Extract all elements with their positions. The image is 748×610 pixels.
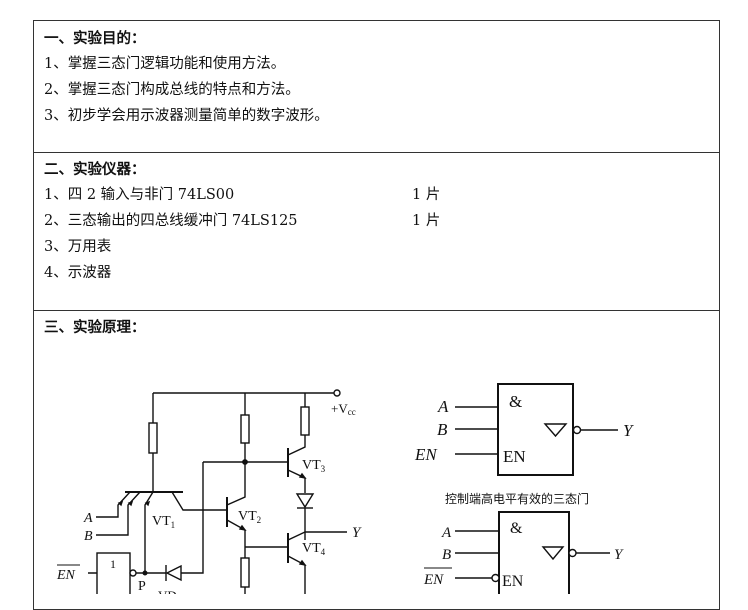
vcc-terminal-icon [333, 389, 341, 397]
en-pin-label: EN [502, 573, 524, 590]
resistor-icon [300, 406, 310, 436]
gate-input-b: B [442, 547, 451, 563]
gate-input-a: A [437, 397, 449, 416]
instrument-qty: 1 片 [412, 187, 441, 203]
gate-output-y: Y [623, 421, 634, 440]
vt1-label: VT1 [152, 514, 175, 530]
instrument-qty: 1 片 [412, 213, 441, 229]
section-heading: 一、实验目的： [44, 30, 146, 47]
instrument-item: 3、万用表 [44, 239, 112, 255]
vd-label: VD [158, 588, 177, 594]
vt3-label: VT3 [302, 458, 326, 474]
gate-input-a: A [441, 525, 452, 541]
objective-item: 2、掌握三态门构成总线的特点和方法。 [44, 82, 300, 98]
resistor-icon [240, 557, 250, 588]
gate-input-en: EN [414, 445, 438, 464]
tristate-triangle-icon [543, 423, 568, 438]
tristate-triangle-icon [541, 546, 565, 561]
objective-item: 3、初步学会用示波器测量简单的数字波形。 [44, 108, 329, 124]
inverter-bubble-icon [568, 548, 577, 558]
inverter-bubble-icon [572, 425, 582, 435]
tristate-circuit: +Vcc A B EN Y P 1 VD VT1 VT2 VT3 VT4 [56, 389, 362, 594]
vt4-label: VT4 [302, 541, 326, 557]
en-pin-label: EN [503, 447, 526, 466]
enable-label: EN [56, 568, 76, 583]
inverter-bubble-icon [129, 569, 137, 577]
section-heading: 三、实验原理： [44, 319, 146, 336]
not-gate-label: 1 [110, 557, 116, 571]
resistor-icon [148, 422, 158, 454]
objective-item: 1、掌握三态门逻辑功能和使用方法。 [44, 56, 286, 72]
circuit-diagram: +Vcc A B EN Y P 1 VD VT1 VT2 VT3 VT4 A B… [56, 383, 634, 594]
instrument-name: 2、三态输出的四总线缓冲门 74LS125 [44, 213, 298, 229]
resistor-icon [240, 414, 250, 444]
instrument-item: 4、示波器 [44, 265, 112, 281]
tristate-gate-high: A B EN & EN Y 控制端高电平有效的三态门 [414, 383, 634, 506]
input-a-label: A [83, 511, 93, 526]
output-y-label: Y [352, 525, 362, 541]
diode-icon [295, 493, 315, 509]
instrument-item: 1、四 2 输入与非门 74LS00 1 片 [44, 183, 704, 204]
gate-output-y: Y [614, 547, 624, 563]
vcc-label: +Vcc [331, 401, 356, 417]
gate-input-en: EN [423, 572, 444, 588]
and-symbol: & [509, 392, 522, 411]
instrument-name: 1、四 2 输入与非门 74LS00 [44, 187, 235, 203]
vt2-label: VT2 [238, 509, 261, 525]
instrument-item: 2、三态输出的四总线缓冲门 74LS125 1 片 [44, 209, 704, 230]
gate-input-b: B [437, 420, 448, 439]
gate-caption: 控制端高电平有效的三态门 [445, 491, 589, 506]
inverter-bubble-icon [491, 573, 500, 583]
node-p-label: P [138, 579, 146, 594]
and-symbol: & [510, 520, 523, 537]
input-b-label: B [84, 529, 93, 544]
diode-icon [165, 564, 182, 582]
tristate-gate-low: A B EN & EN Y [423, 511, 624, 594]
section-heading: 二、实验仪器： [44, 161, 146, 178]
not-gate [96, 552, 131, 594]
